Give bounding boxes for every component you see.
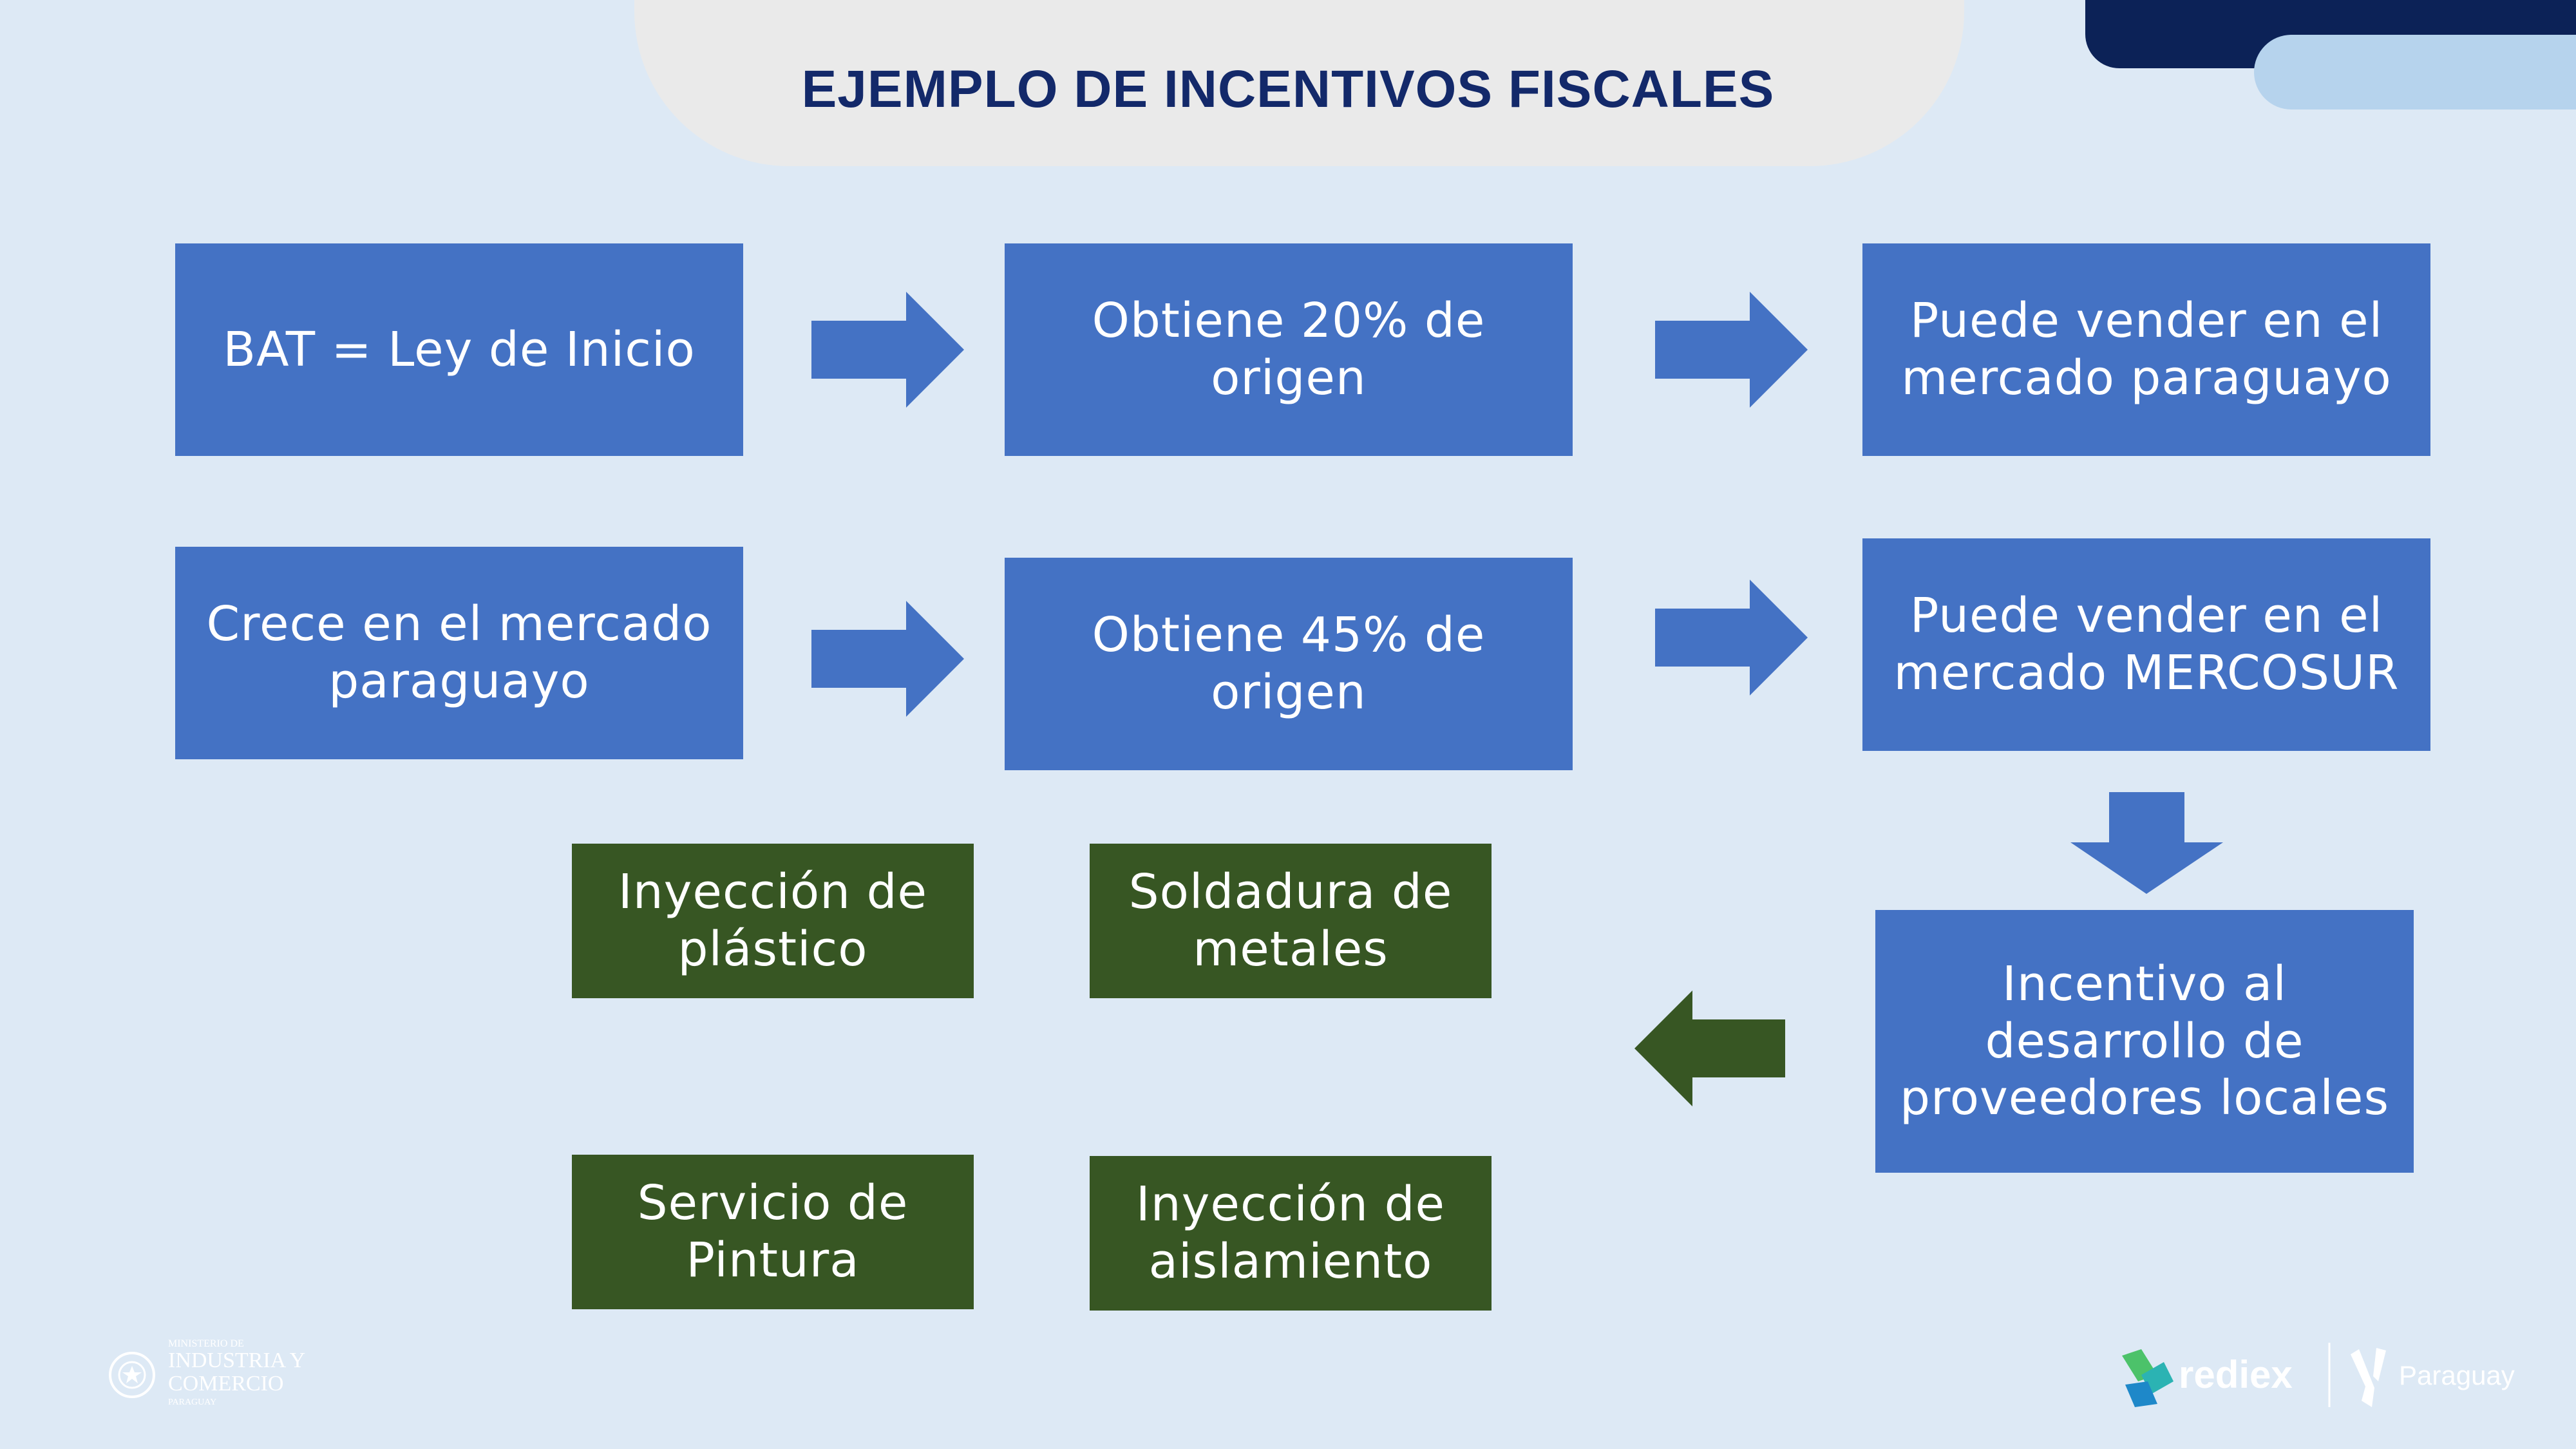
ministerio-logo: MINISTERIO DE INDUSTRIA Y COMERCIO PARAG… (109, 1338, 305, 1407)
box-crece: Crece en el mercado paraguayo (175, 547, 743, 759)
box-origen-20: Obtiene 20% de origen (1005, 243, 1573, 456)
paraguay-wordmark: Paraguay (2399, 1360, 2515, 1390)
arrow-right-icon (1655, 580, 1808, 696)
arrow-right-icon (811, 601, 964, 717)
box-incentivo: Incentivo al desarrollo de proveedores l… (1875, 910, 2414, 1173)
box-origen-45: Obtiene 45% de origen (1005, 558, 1573, 770)
page-title: EJEMPLO DE INCENTIVOS FISCALES (801, 60, 1775, 118)
rediex-wordmark: rediex (2179, 1353, 2293, 1396)
corner-decoration-light (2254, 35, 2576, 109)
box-inyeccion-plastico: Inyección de plástico (572, 844, 974, 998)
box-soldadura: Soldadura de metales (1090, 844, 1492, 998)
box-bat: BAT = Ley de Inicio (175, 243, 743, 456)
box-vender-mercosur: Puede vender en el mercado MERCOSUR (1862, 538, 2430, 751)
title-tab (634, 0, 1964, 166)
ministerio-line-3: COMERCIO (168, 1372, 283, 1396)
arrow-left-icon (1634, 990, 1785, 1106)
arrow-down-icon (2070, 792, 2223, 894)
box-vender-paraguay: Puede vender en el mercado paraguayo (1862, 243, 2430, 456)
arrow-right-icon (1655, 292, 1808, 408)
ministerio-line-1: MINISTERIO DE (168, 1338, 244, 1349)
arrow-right-icon (811, 292, 964, 408)
ministerio-line-2: INDUSTRIA Y (168, 1349, 305, 1372)
box-pintura: Servicio de Pintura (572, 1155, 974, 1309)
partner-logos: rediex Paraguay (2122, 1343, 2515, 1407)
ministerio-line-4: PARAGUAY (168, 1397, 216, 1407)
box-aislamiento: Inyección de aislamiento (1090, 1156, 1492, 1311)
